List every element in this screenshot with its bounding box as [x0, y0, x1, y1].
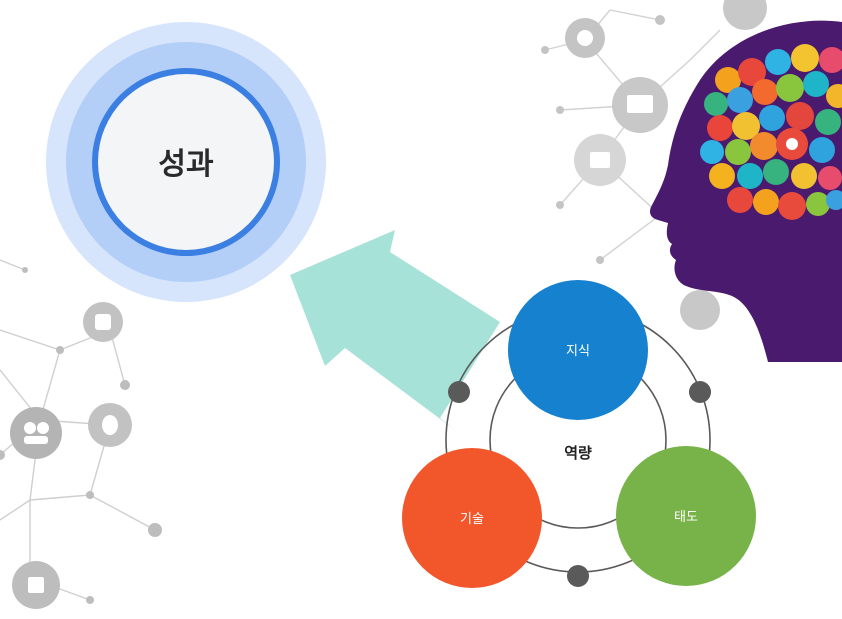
attitude-circle	[616, 446, 756, 586]
knowledge-circle	[508, 280, 648, 420]
outcome-circle	[46, 22, 326, 302]
brain-app-icons	[700, 44, 842, 220]
network-app-icons	[10, 302, 132, 609]
direction-arrow	[290, 230, 500, 430]
attitude-label: 태도	[674, 510, 698, 525]
connector-dot-right	[689, 381, 711, 403]
skill-label: 기술	[460, 512, 484, 527]
left-network-nodes	[0, 267, 162, 604]
connector-dot-left	[448, 381, 470, 403]
right-network-nodes	[541, 0, 767, 330]
knowledge-label: 지식	[566, 344, 590, 359]
left-network-decoration	[0, 259, 156, 601]
connector-dot-bottom	[567, 565, 589, 587]
competency-label: 역량	[564, 444, 592, 462]
outcome-label: 성과	[158, 147, 214, 182]
skill-circle	[402, 448, 542, 588]
